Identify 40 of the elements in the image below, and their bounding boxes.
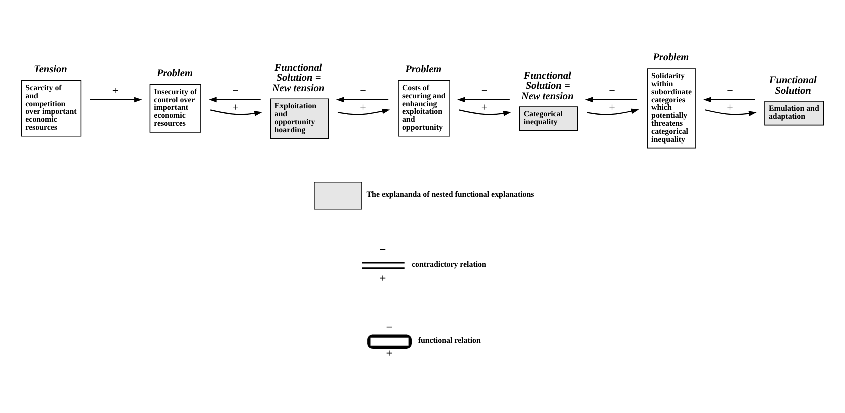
edge-label: −	[360, 85, 366, 98]
arrow	[90, 96, 142, 102]
edge-label: −	[232, 85, 239, 98]
node-label: Functional Solution	[769, 75, 817, 96]
arrow	[458, 96, 510, 102]
label: +	[386, 348, 393, 360]
node-label: Tension	[34, 64, 68, 75]
edge-label: +	[609, 102, 616, 114]
legend-label: contradictory relation	[412, 259, 486, 268]
node-box: Insecurity of control over important economic resources	[150, 84, 202, 132]
edge-label: +	[360, 102, 366, 114]
node-label: Problem	[156, 68, 193, 79]
node-box: Scarcity of and competition over important economic resources	[21, 80, 82, 136]
arrow	[336, 96, 389, 102]
label: +	[380, 272, 386, 285]
label: −	[380, 244, 386, 256]
label: −	[386, 321, 393, 334]
edge-label: +	[727, 102, 734, 114]
legend-label: functional relation	[418, 336, 481, 345]
arrow	[459, 109, 512, 116]
node-label: Problem	[653, 52, 690, 64]
edge-label: −	[727, 85, 734, 98]
arrow	[338, 108, 390, 115]
edge-label: −	[481, 85, 488, 98]
edge-label: +	[112, 85, 119, 98]
node-box: Solidarity within subordinate categories which potentially threatens categorical inequality	[647, 68, 696, 148]
arrow	[704, 96, 756, 102]
edge-label: +	[232, 102, 239, 114]
arrow	[705, 109, 757, 116]
legend-label: The explananda of nested functional explanations	[366, 190, 534, 199]
arrow	[587, 108, 640, 115]
arrow	[210, 109, 262, 116]
node-label: Functional Solution = New tension	[272, 62, 325, 94]
arrow	[585, 96, 638, 102]
edge-label: −	[609, 85, 616, 98]
node-label: Functional Solution = New tension	[521, 70, 574, 102]
node-box: Costs of securing and enhancing exploitation and opportunity	[398, 80, 450, 136]
node-label: Problem	[406, 64, 442, 75]
edge-label: +	[481, 102, 488, 114]
arrow	[209, 96, 261, 102]
